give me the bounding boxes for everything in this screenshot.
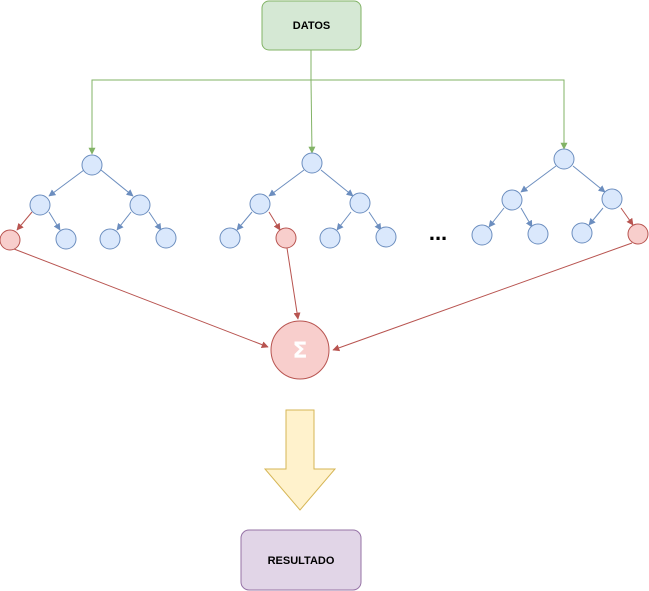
tree-node (527, 223, 549, 245)
connector-to-tree-3 (311, 79, 568, 150)
input-box-label: DATOS (293, 20, 331, 32)
tree-node (319, 227, 341, 249)
tree-node (471, 224, 493, 246)
connector-to-tree-2 (308, 79, 316, 154)
input-box: DATOS (261, 0, 362, 51)
tree-node (553, 148, 575, 170)
tree-node (129, 194, 151, 216)
output-box: RESULTADO (240, 529, 362, 591)
tree-1 (0, 154, 177, 251)
aggregator-node: Σ (270, 320, 330, 380)
selected-leaf-node (0, 229, 21, 251)
tree-node (571, 222, 593, 244)
tree-node (501, 189, 523, 211)
tree-node (155, 227, 177, 249)
tree-node (219, 227, 241, 249)
data-distribution-connectors (88, 50, 568, 155)
tree-node (375, 226, 397, 248)
tree-node (249, 193, 271, 215)
tree-node (349, 192, 371, 214)
tree-node (55, 228, 77, 250)
output-box-label: RESULTADO (268, 555, 335, 567)
selected-leaf-node (627, 223, 649, 245)
connector-to-tree-1 (88, 50, 312, 155)
tree-2 (219, 152, 397, 249)
aggregation-arrows (13, 242, 633, 352)
sigma-icon: Σ (292, 339, 307, 364)
tree-node (601, 188, 623, 210)
tree-node (301, 152, 323, 174)
selected-leaf-node (275, 227, 297, 249)
tree-node (81, 154, 103, 176)
tree-3 (471, 148, 649, 246)
more-trees-ellipsis: ... (429, 220, 447, 245)
tree-node (99, 228, 121, 250)
down-arrow-icon (263, 409, 337, 511)
tree-node (29, 194, 51, 216)
